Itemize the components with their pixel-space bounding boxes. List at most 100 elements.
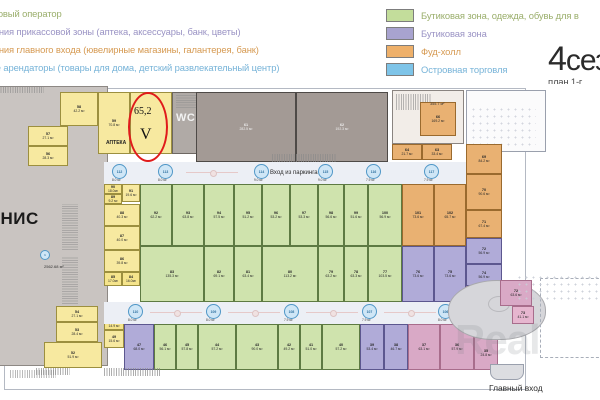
unit-88[interactable]: 88 40.3 м² bbox=[104, 204, 140, 226]
unit-area: 63.1 м² bbox=[418, 347, 430, 351]
kiosk-113[interactable]: 113 bbox=[158, 164, 173, 179]
unit-area: 53.3 м² bbox=[298, 215, 310, 219]
kiosk-108[interactable]: 108 bbox=[284, 304, 299, 319]
unit-72-right[interactable]: 72 56.9 м² bbox=[466, 238, 502, 264]
unit-area: 90.0 м² bbox=[251, 347, 263, 351]
unit-69[interactable]: 69 84.2 м² bbox=[466, 144, 502, 174]
unit-number: 101 bbox=[414, 210, 422, 215]
unit-76[interactable]: 76 73.6 м² bbox=[402, 246, 434, 302]
unit-79[interactable]: 79 63.2 м² bbox=[318, 246, 344, 302]
legend-label: Продуктовый оператор bbox=[0, 7, 62, 19]
unit-44[interactable]: 44 57.2 м² bbox=[198, 324, 236, 370]
unit-45[interactable]: 45 57.8 м² bbox=[176, 324, 198, 370]
unit-73-pink[interactable]: 73 41.1 м² bbox=[512, 306, 534, 324]
unit-47[interactable]: 47 68.0 м² bbox=[124, 324, 154, 370]
unit-49[interactable]: 49 15.6 м² bbox=[104, 330, 124, 348]
unit-number: 44 bbox=[214, 342, 220, 347]
main-entrance-vestibule[interactable] bbox=[490, 364, 524, 380]
unit-77[interactable]: 77 103.5 м² bbox=[368, 246, 402, 302]
unit-number: 66 bbox=[435, 114, 441, 119]
unit-number: 47 bbox=[136, 342, 142, 347]
unit-64[interactable]: 64 21.7 м² bbox=[392, 144, 422, 160]
unit-89[interactable]: 89 9.2 м² bbox=[104, 194, 122, 204]
unit-102[interactable]: 102 65.7 м² bbox=[434, 184, 466, 246]
unit-40[interactable]: 40 57.2 м² bbox=[322, 324, 360, 370]
floor-plan-canvas[interactable]: ИОНИС 2562.68 м² 1 58 42.2 м² 59 70.8 м²… bbox=[0, 84, 600, 400]
unit-number: 85 bbox=[110, 274, 116, 279]
unit-78[interactable]: 78 63.3 м² bbox=[344, 246, 368, 302]
unit-58[interactable]: 58 42.2 м² bbox=[60, 92, 98, 126]
legend-label: Якорные арендаторы (товары для дома, дет… bbox=[0, 61, 280, 73]
unit-37[interactable]: 37 63.1 м² bbox=[408, 324, 440, 370]
unit-53[interactable]: 53 28.4 м² bbox=[56, 322, 98, 342]
unit-81[interactable]: 81 63.4 м² bbox=[234, 246, 262, 302]
unit-area: 73.6 м² bbox=[444, 274, 456, 278]
unit-99[interactable]: 99 51.6 м² bbox=[344, 184, 368, 246]
kiosk-116[interactable]: 116 bbox=[366, 164, 381, 179]
unit-area: 84.2 м² bbox=[478, 159, 490, 163]
kiosk-112[interactable]: 112 bbox=[112, 164, 127, 179]
anchor-unit-61[interactable]: 61 282.5 м² bbox=[196, 92, 296, 162]
unit-63[interactable]: 63 33.4 м² bbox=[422, 144, 452, 160]
fixture-shelving bbox=[62, 204, 78, 250]
unit-area: 56.9 м² bbox=[379, 215, 391, 219]
unit-101[interactable]: 101 73.6 м² bbox=[402, 184, 434, 246]
kiosk-107[interactable]: 107 bbox=[362, 304, 377, 319]
unit-80[interactable]: 80 113.2 м² bbox=[262, 246, 318, 302]
unit-area: 103.5 м² bbox=[378, 274, 392, 278]
kiosk-116-area: 7.9 м² bbox=[366, 178, 375, 182]
kiosk-115[interactable]: 115 bbox=[318, 164, 333, 179]
unit-90[interactable]: 90 18.0м² bbox=[104, 184, 122, 194]
unit-87[interactable]: 87 40.0 м² bbox=[104, 226, 140, 250]
unit-98[interactable]: 98 56.6 м² bbox=[318, 184, 344, 246]
unit-84[interactable]: 84 16.0м² bbox=[122, 272, 140, 286]
unit-86[interactable]: 86 39.8 м² bbox=[104, 250, 140, 272]
unit-97[interactable]: 97 53.3 м² bbox=[290, 184, 318, 246]
unit-54[interactable]: 54 27.1 м² bbox=[56, 306, 98, 322]
unit-70[interactable]: 70 90.6 м² bbox=[466, 174, 502, 210]
unit-96[interactable]: 96 53.2 м² bbox=[262, 184, 290, 246]
unit-94[interactable]: 94 57.5 м² bbox=[204, 184, 234, 246]
direction-arrow bbox=[384, 309, 436, 317]
unit-66[interactable]: 66 169.2 м² bbox=[420, 102, 456, 136]
unit-52[interactable]: 52 51.9 м² bbox=[44, 342, 102, 368]
unit-92[interactable]: 92 62.2 м² bbox=[140, 184, 172, 246]
unit-95[interactable]: 95 51.2 м² bbox=[234, 184, 262, 246]
unit-46[interactable]: 46 56.1 м² bbox=[154, 324, 176, 370]
unit-82[interactable]: 82 69.1 м² bbox=[204, 246, 234, 302]
kiosk-114[interactable]: 114 bbox=[254, 164, 269, 179]
kiosk-number: 113 bbox=[162, 169, 169, 174]
unit-number: 42 bbox=[286, 342, 292, 347]
unit-57[interactable]: 57 27.1 м² bbox=[28, 126, 68, 146]
unit-number: 41 bbox=[308, 342, 314, 347]
kiosk-108-area: 7.9 м² bbox=[284, 318, 293, 322]
unit-43[interactable]: 43 90.0 м² bbox=[236, 324, 278, 370]
parking-entrance-label: Вход из паркинга bbox=[270, 170, 318, 176]
kiosk-109[interactable]: 109 bbox=[206, 304, 221, 319]
kiosk-110[interactable]: 110 bbox=[128, 304, 143, 319]
unit-number: 52 bbox=[70, 350, 76, 355]
unit-36[interactable]: 36 57.9 м² bbox=[440, 324, 474, 370]
unit-41[interactable]: 41 51.0 м² bbox=[300, 324, 322, 370]
kiosk-117[interactable]: 117 bbox=[424, 164, 439, 179]
unit-area: 63.6 м² bbox=[510, 293, 521, 297]
unit-area: 57.9 м² bbox=[451, 347, 463, 351]
unit-39[interactable]: 39 53.4 м² bbox=[360, 324, 384, 370]
anchor-unit-62[interactable]: 62 192.3 м² bbox=[296, 92, 388, 162]
unit-number: 78 bbox=[353, 269, 359, 274]
unit-38[interactable]: 38 46.7 м² bbox=[384, 324, 408, 370]
unit-number: 40 bbox=[338, 342, 344, 347]
unit-number: 39 bbox=[369, 342, 375, 347]
unit-93[interactable]: 93 63.8 м² bbox=[172, 184, 204, 246]
main-entrance-label: Главный вход bbox=[489, 383, 543, 393]
unit-42[interactable]: 42 49.2 м² bbox=[278, 324, 300, 370]
unit-91[interactable]: 91 19.6 м² bbox=[122, 184, 140, 202]
unit-71[interactable]: 71 67.4 м² bbox=[466, 210, 502, 238]
unit-56[interactable]: 56 28.3 м² bbox=[28, 146, 68, 166]
unit-100[interactable]: 100 56.9 м² bbox=[368, 184, 402, 246]
kiosk-number: 108 bbox=[288, 309, 295, 314]
legend-left-column: Продуктовый оператор Помещения прикассов… bbox=[0, 4, 328, 76]
legend: Продуктовый оператор Помещения прикассов… bbox=[0, 0, 600, 82]
unit-83[interactable]: 83 135.3 м² bbox=[140, 246, 204, 302]
unit-85[interactable]: 85 17.0м² bbox=[104, 272, 122, 286]
